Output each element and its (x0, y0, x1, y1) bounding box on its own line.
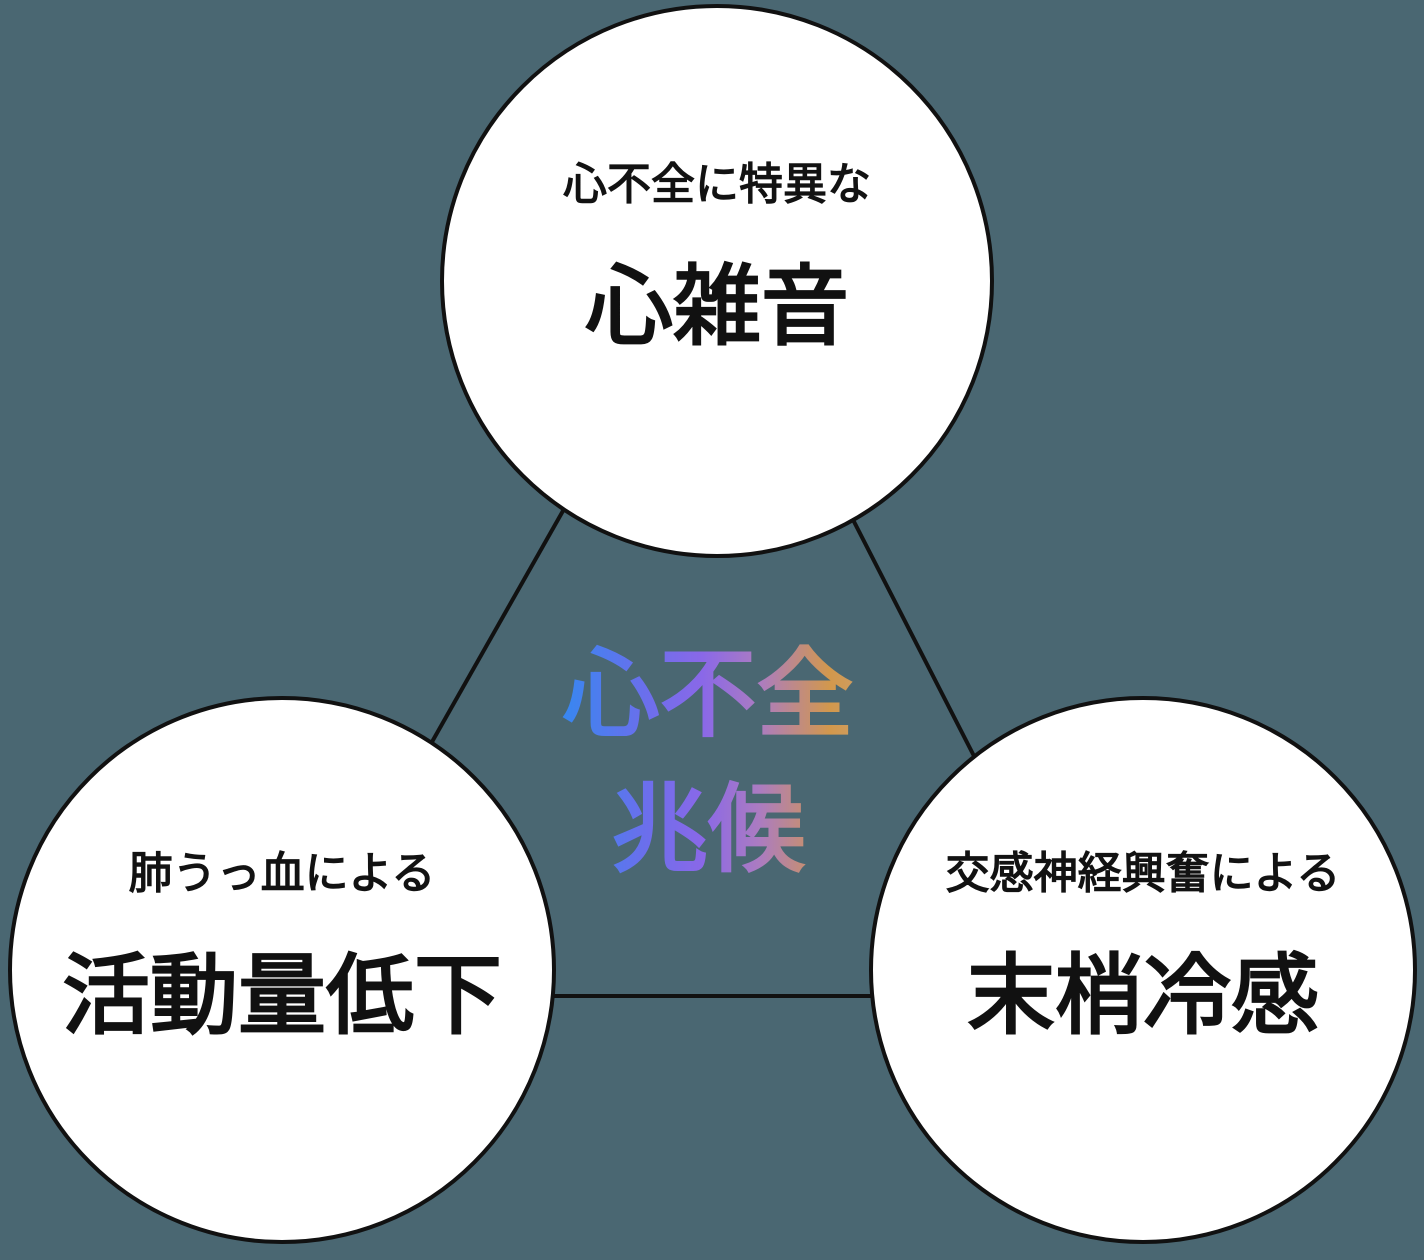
node-title: 活動量低下 (61, 946, 502, 1045)
connector-line-left (422, 501, 570, 757)
connector-line-right (845, 507, 977, 759)
center-label-line1: 心不全 (562, 640, 854, 749)
node-subtitle: 肺うっ血による (128, 849, 436, 898)
node-subtitle: 交感神経興奮による (945, 849, 1341, 898)
center-label: 心不全 兆候 (563, 627, 854, 897)
node-title: 末梢冷感 (966, 946, 1319, 1045)
center-label-line2: 兆候 (611, 775, 805, 884)
node-peripheral-coldness: 交感神経興奮による 末梢冷感 (869, 696, 1417, 1244)
node-heart-murmur: 心不全に特異な 心雑音 (440, 4, 994, 558)
node-content: 肺うっ血による 活動量低下 (62, 852, 502, 1040)
node-content: 交感神経興奮による 末梢冷感 (946, 852, 1341, 1040)
node-content: 心不全に特異な 心雑音 (563, 163, 871, 351)
node-title: 心雑音 (584, 257, 849, 356)
node-activity-decline: 肺うっ血による 活動量低下 (8, 696, 556, 1244)
node-subtitle: 心不全に特異な (563, 160, 871, 209)
